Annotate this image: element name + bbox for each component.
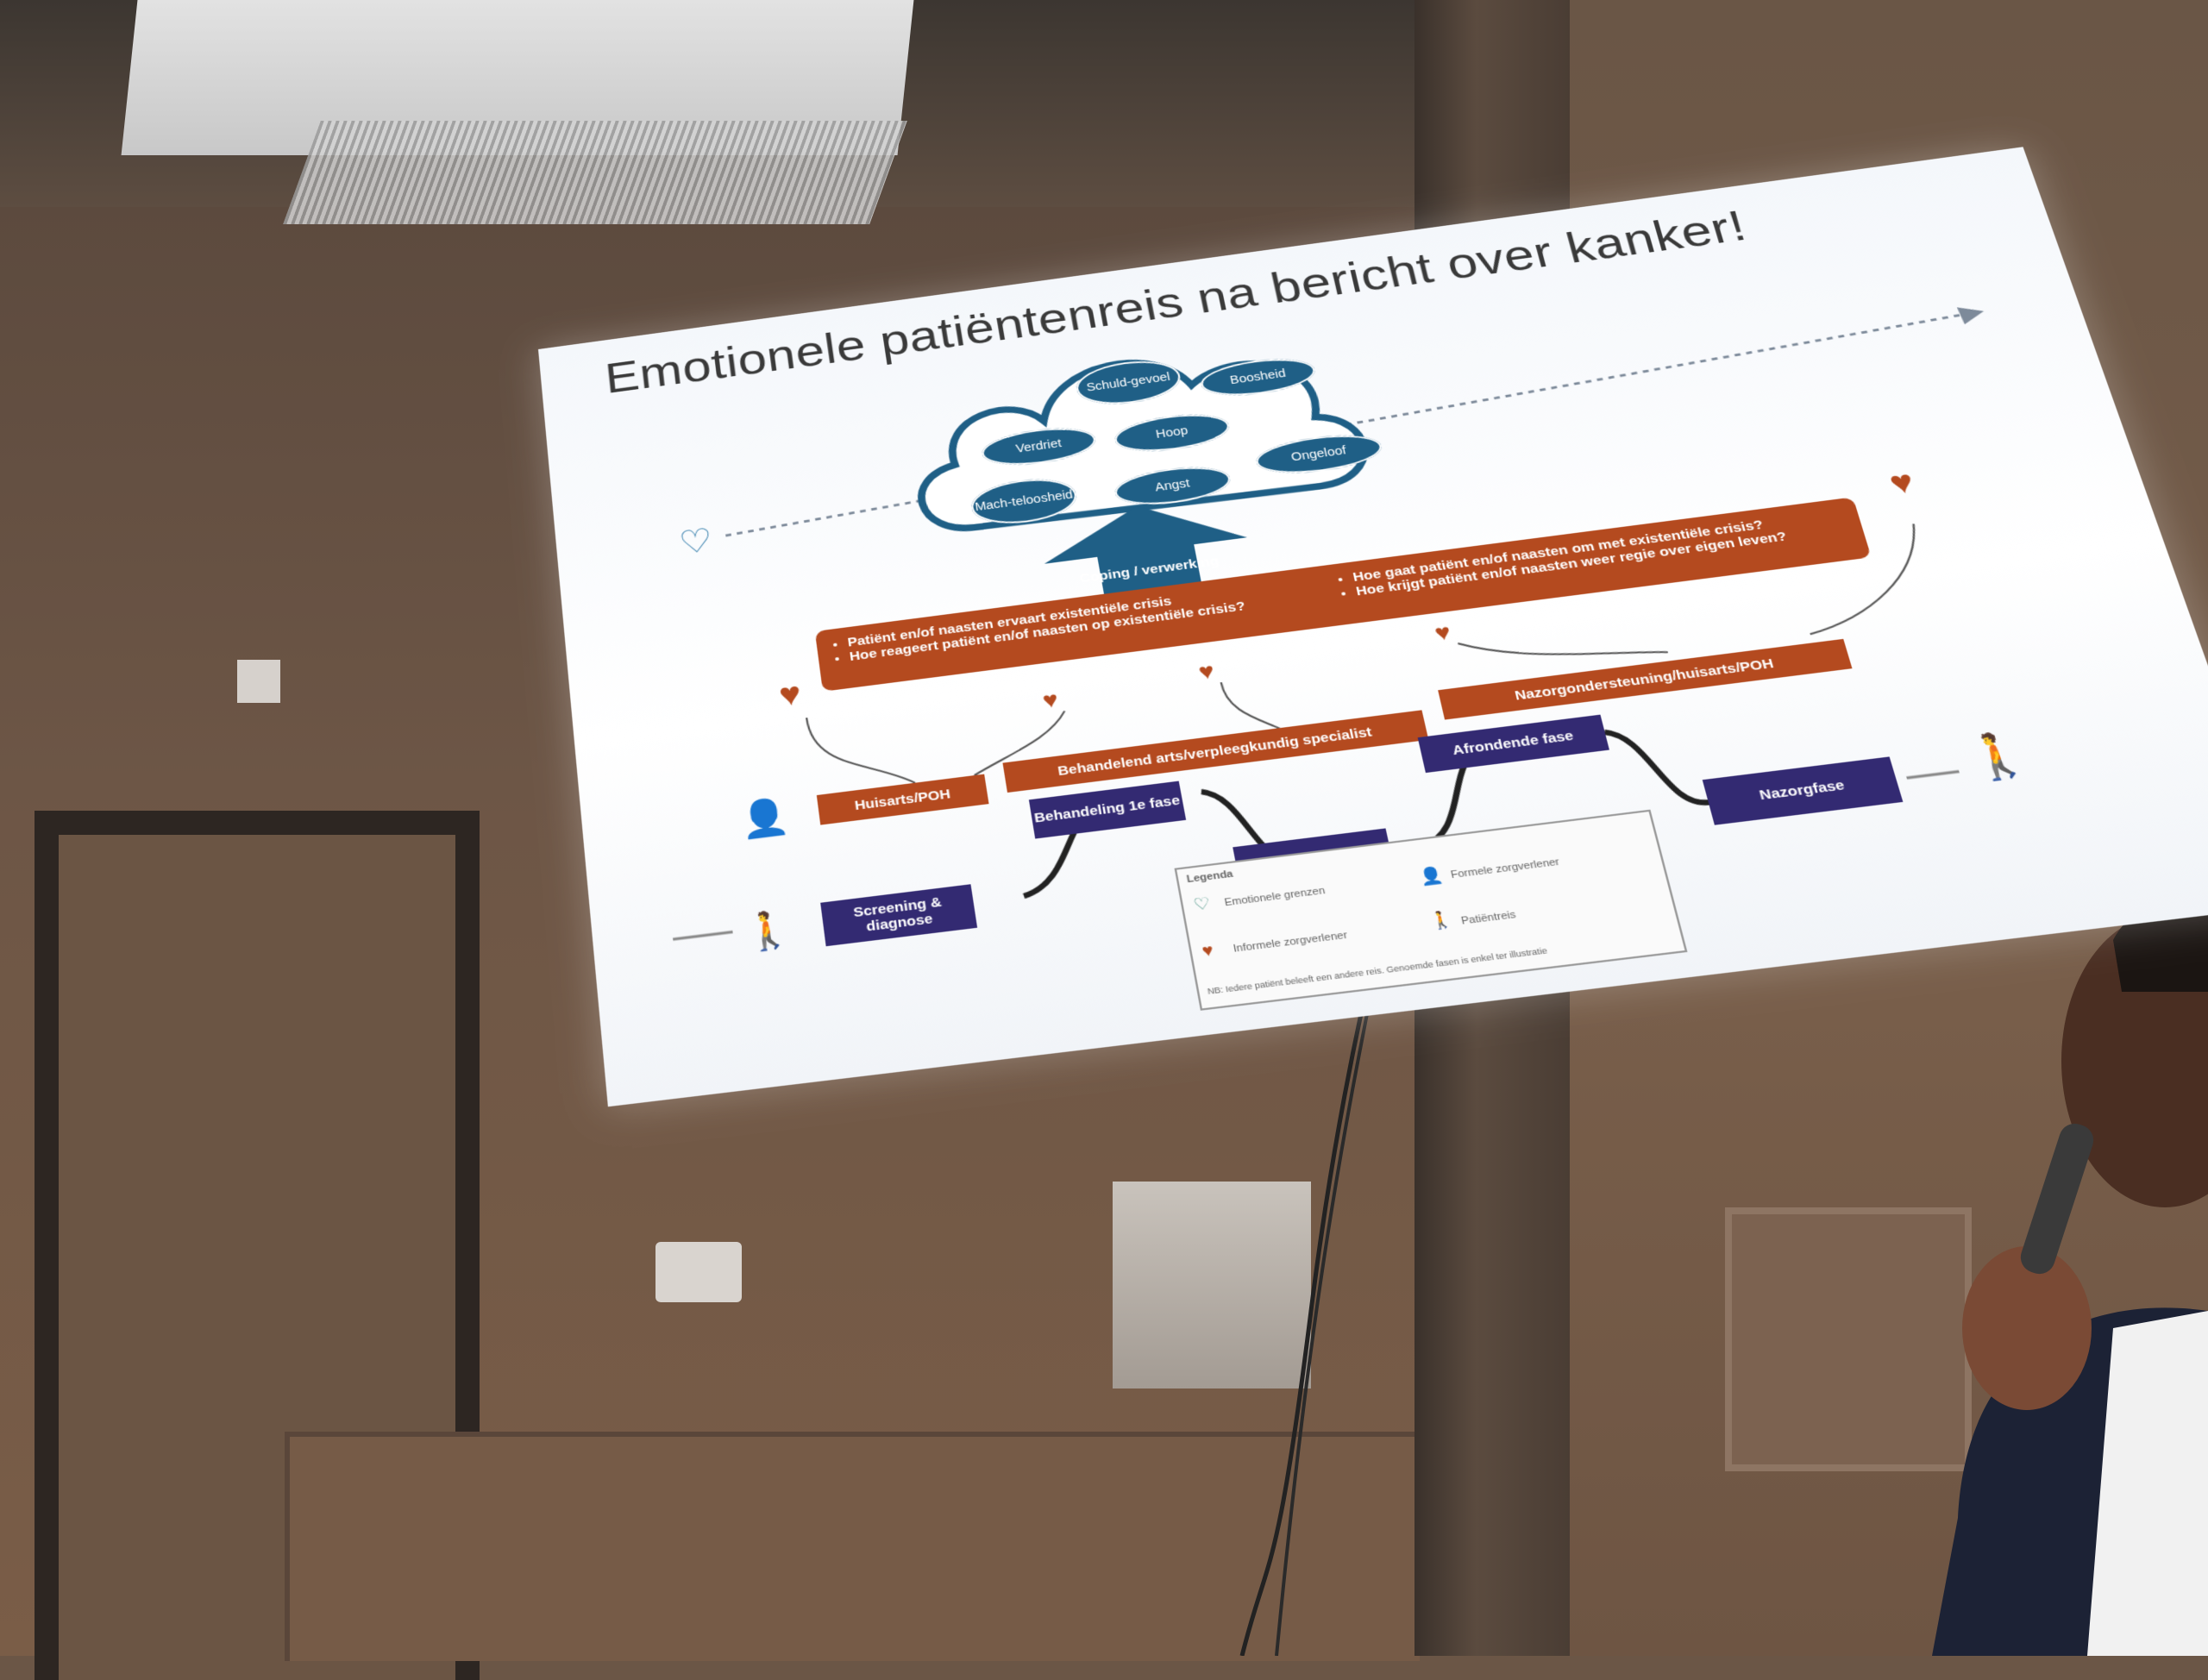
emotional-boundary-icon: ♡: [1191, 893, 1213, 914]
wall-panel: [285, 1432, 1420, 1661]
presenter: [1932, 896, 2208, 1656]
electrical-box: [1113, 1182, 1311, 1389]
doctor-icon: 👤: [737, 796, 792, 842]
legend-patientreis: Patiëntreis: [1459, 909, 1517, 927]
legend-informele: Informele zorgverlener: [1232, 930, 1349, 956]
projected-slide: Emotionele patiëntenreis na bericht over…: [538, 147, 2208, 1107]
informal-caregiver-icon: ♥: [1200, 940, 1215, 961]
legend-emotionele: Emotionele grenzen: [1223, 885, 1327, 909]
access-hatch: [1725, 1207, 1972, 1471]
patient-journey-icon: 🚶: [1427, 909, 1455, 931]
coping-arrow: [1036, 492, 1257, 610]
wall-socket: [656, 1242, 742, 1302]
walking-person-icon: 🚶: [740, 908, 796, 955]
formal-caregiver-icon: 👤: [1417, 865, 1446, 887]
legend-formele: Formele zorgverlener: [1449, 856, 1561, 881]
wall-sensor: [237, 660, 280, 703]
legend-title: Legenda: [1185, 868, 1234, 886]
